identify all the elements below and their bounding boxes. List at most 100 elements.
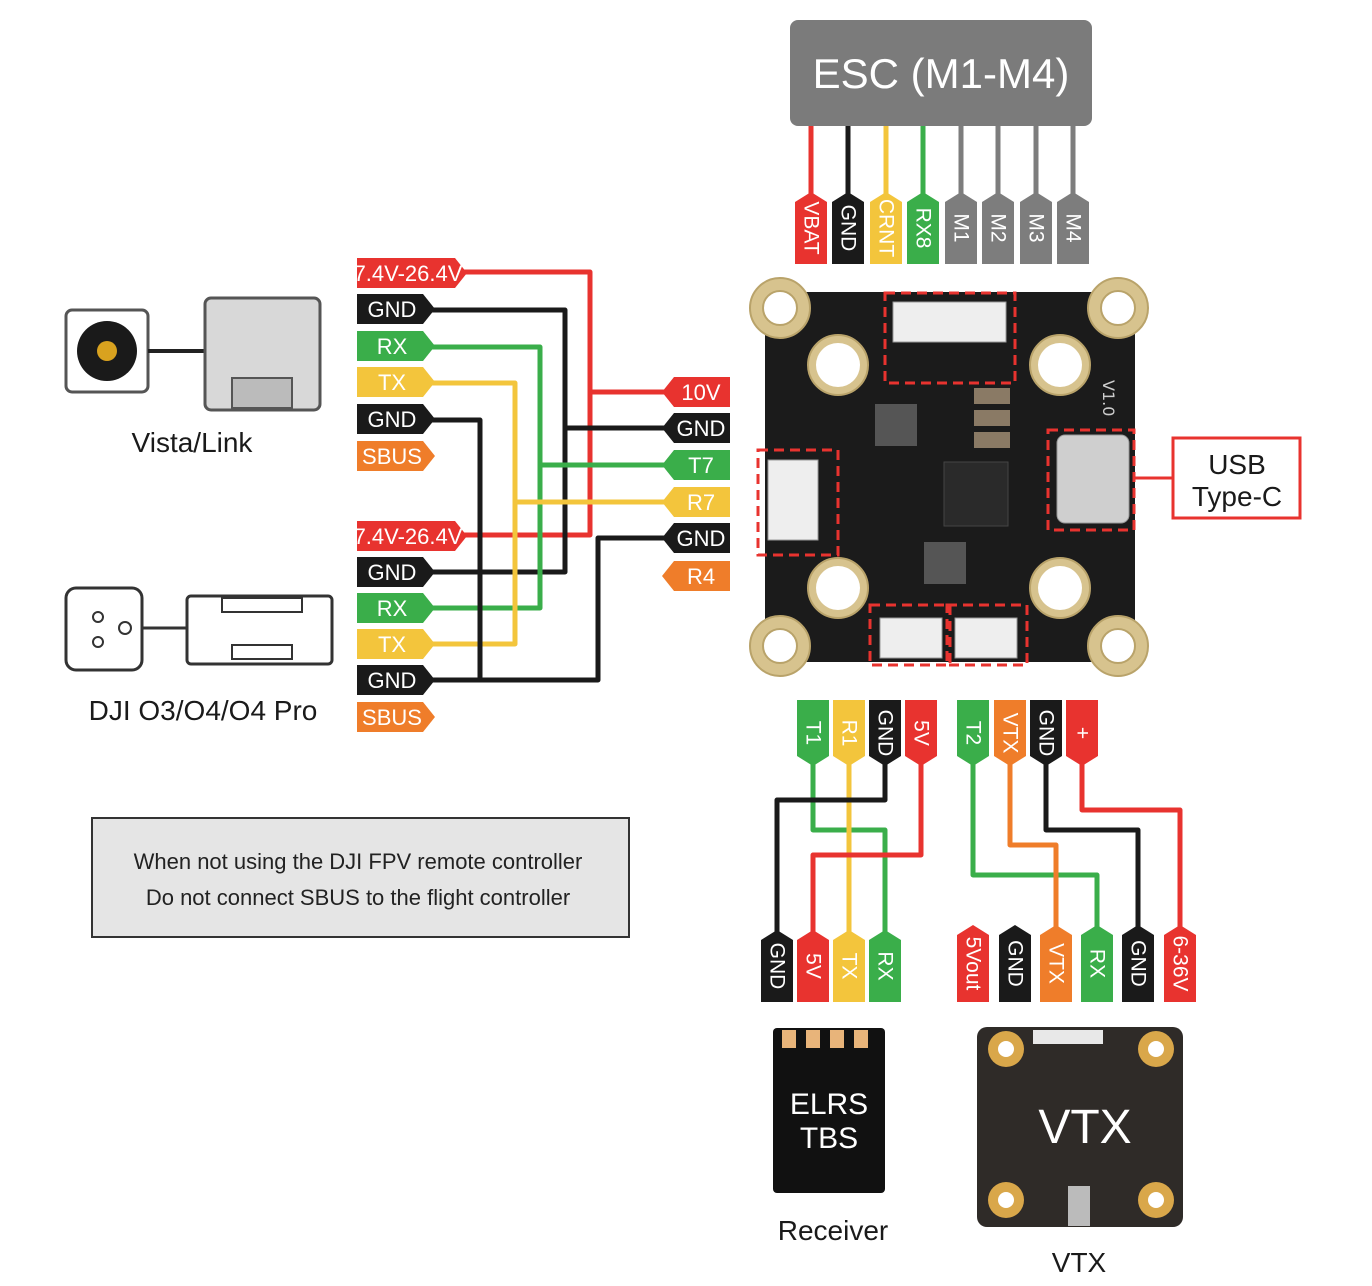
wire-vista-tx	[425, 380, 665, 505]
esc-title: ESC (M1-M4)	[813, 50, 1070, 97]
vista-pin-4: GND	[357, 404, 435, 434]
dji-pin-3: TX	[357, 629, 435, 659]
wire-dji-rx	[425, 465, 543, 611]
esc-pin-7: M4	[1057, 192, 1089, 264]
wire-dji-tx	[425, 502, 518, 647]
receiver-pin-label: TX	[838, 953, 861, 980]
wire-vtx-gnd	[1043, 760, 1141, 940]
esc-pin-6: M3	[1020, 192, 1052, 264]
wire-vista-gnd	[425, 307, 665, 431]
receiver-pin-0: GND	[761, 930, 793, 1002]
dji-pin-5: SBUS	[357, 702, 435, 732]
board-version: V1.0	[1099, 380, 1118, 416]
fc-left-pin-0: 10V	[662, 377, 730, 407]
fc-vtx-pin-1: VTX	[994, 700, 1026, 766]
usb-label: USB Type-C	[1171, 436, 1302, 520]
wire-rx-gnd	[774, 760, 888, 940]
vtx-pin-label: 6-36V	[1169, 935, 1192, 991]
wire-dji-power	[455, 392, 593, 538]
dji-pin-4: GND	[357, 665, 435, 695]
vista-pin-label: SBUS	[362, 444, 422, 469]
esc-pins: VBAT GND CRNT RX8 M1 M2 M3 M4	[795, 126, 1089, 264]
fc-vtx-pin-label: VTX	[999, 713, 1022, 754]
fc-rx-pin-label: T1	[802, 721, 825, 746]
vista-pin-label: 7.4V-26.4V	[354, 261, 463, 286]
fc-left-pin-label: T7	[688, 453, 714, 478]
fc-left-pin-label: R7	[687, 490, 715, 515]
esc-pin-label: M4	[1062, 213, 1085, 242]
vista-pin-label: GND	[368, 407, 417, 432]
note-line1: When not using the DJI FPV remote contro…	[134, 849, 583, 874]
esc-pin-3: RX8	[907, 192, 939, 264]
note-box: When not using the DJI FPV remote contro…	[91, 817, 630, 938]
wire-vista-rx	[425, 344, 665, 468]
dji-pin-label: GND	[368, 668, 417, 693]
receiver-pin-label: RX	[874, 951, 897, 980]
vista-pin-1: GND	[357, 294, 435, 324]
receiver-title: Receiver	[778, 1215, 888, 1246]
fc-vtx-pin-0: T2	[957, 700, 989, 766]
vtx-pin-5: 6-36V	[1164, 925, 1196, 1002]
esc-block: ESC (M1-M4)	[790, 20, 1092, 126]
note-line2: Do not connect SBUS to the flight contro…	[146, 885, 570, 910]
vista-pin-5: SBUS	[357, 441, 435, 471]
receiver-pin-3: RX	[869, 930, 901, 1002]
fc-rx-pin-label: 5V	[910, 720, 933, 746]
dji-pin-1: GND	[357, 557, 435, 587]
esc-pin-5: M2	[982, 192, 1014, 264]
usb-label-line1: USB	[1208, 449, 1266, 480]
receiver-pin-1: 5V	[797, 930, 829, 1002]
fc-left-pin-label: 10V	[681, 380, 720, 405]
wires	[425, 269, 1183, 940]
vtx-pin-3: RX	[1081, 925, 1113, 1002]
fc-left-pin-1: GND	[662, 413, 730, 443]
receiver-pin-2: TX	[833, 930, 865, 1002]
wire-vtx-plus	[1079, 760, 1183, 930]
esc-pin-label: GND	[837, 205, 860, 252]
fc-left-pin-label: GND	[677, 526, 726, 551]
esc-pin-label: M2	[987, 213, 1010, 242]
vtx-module: VTX VTX	[977, 1027, 1183, 1278]
receiver-pin-label: GND	[766, 943, 789, 990]
receiver-pin-label: 5V	[802, 953, 825, 979]
esc-pin-4: M1	[945, 192, 977, 264]
wire-dji-gnd2	[425, 535, 665, 683]
vista-pin-label: TX	[378, 370, 406, 395]
vista-pin-2: RX	[357, 331, 435, 361]
fc-rx-pin-2: GND	[869, 700, 901, 766]
esc-pin-2: CRNT	[870, 192, 902, 264]
vtx-title: VTX	[1052, 1247, 1107, 1278]
dji-pin-label: 7.4V-26.4V	[354, 524, 463, 549]
dji-pin-label: SBUS	[362, 705, 422, 730]
fc-vtx-pin-label: T2	[962, 721, 985, 746]
flight-controller-board: V1.0	[749, 277, 1149, 677]
receiver-pins: GND 5V TX RX	[761, 930, 901, 1002]
esc-pin-0: VBAT	[795, 192, 827, 264]
vtx-pin-label: VTX	[1045, 943, 1068, 984]
fc-left-pin-4: GND	[662, 523, 730, 553]
vista-pin-label: RX	[377, 334, 408, 359]
receiver-chip-line1: ELRS	[790, 1088, 868, 1121]
dji-title: DJI O3/O4/O4 Pro	[89, 695, 318, 726]
esc-pin-label: M1	[950, 213, 973, 242]
vista-pin-label: GND	[368, 297, 417, 322]
esc-pin-label: M3	[1025, 213, 1048, 242]
receiver-module: ELRS TBS Receiver	[773, 1028, 888, 1246]
fc-left-pin-label: GND	[677, 416, 726, 441]
fc-vtx-pin-2: GND	[1030, 700, 1062, 766]
esc-pin-1: GND	[832, 192, 864, 264]
dji-pin-0: 7.4V-26.4V	[354, 521, 467, 551]
vista-pin-0: 7.4V-26.4V	[354, 258, 467, 288]
vtx-pin-label: 5Vout	[962, 937, 985, 991]
wire-vista-power	[455, 269, 665, 395]
vtx-pin-label: GND	[1127, 940, 1150, 987]
fc-vtx-pin-label: +	[1071, 727, 1094, 739]
vista-pin-3: TX	[357, 367, 435, 397]
esc-pin-label: RX8	[912, 208, 935, 249]
fc-rx-pin-3: 5V	[905, 700, 937, 766]
fc-left-pin-label: R4	[687, 564, 715, 589]
receiver-chip-line2: TBS	[800, 1122, 858, 1155]
